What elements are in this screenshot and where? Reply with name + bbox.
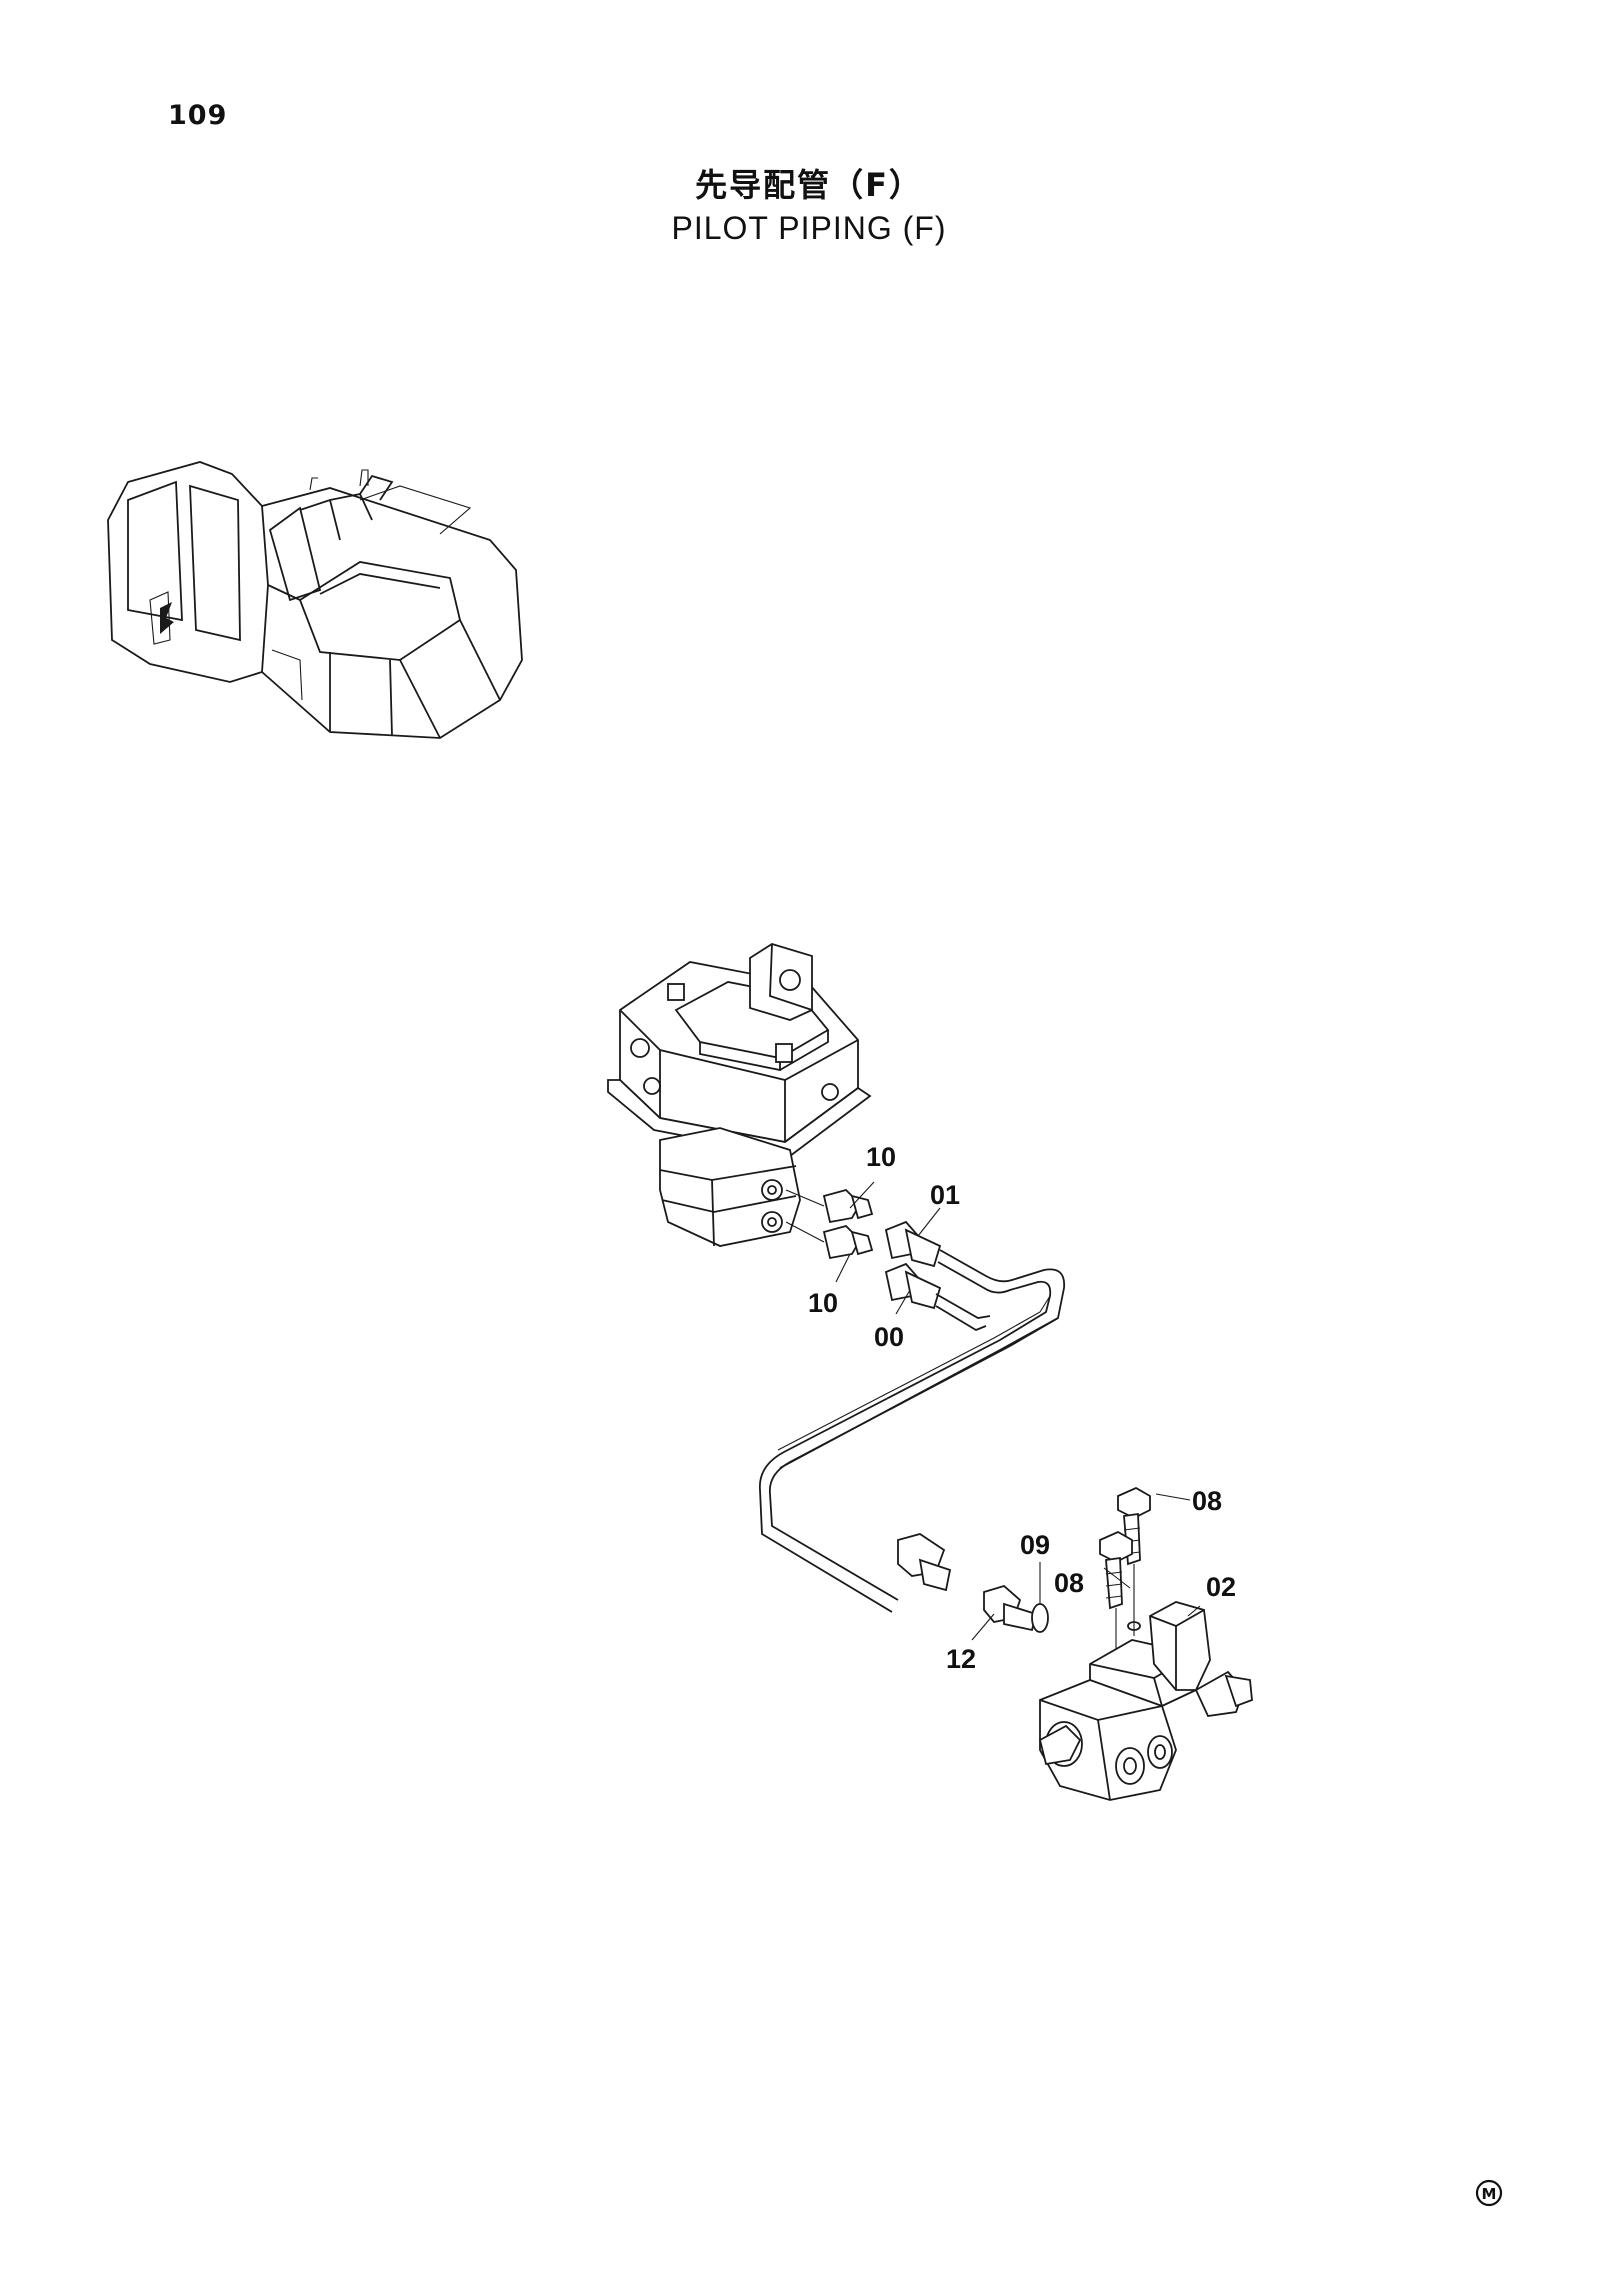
callout-02: 02 — [1206, 1572, 1236, 1602]
corner-mark-label: M — [1482, 2185, 1497, 2203]
o-ring-09 — [1031, 1603, 1049, 1633]
lower-hose-end — [897, 1533, 952, 1592]
hose-end-fittings — [884, 1220, 942, 1310]
callout-08-lower: 08 — [1054, 1568, 1084, 1598]
bolts — [1099, 1486, 1151, 1664]
callout-09: 09 — [1020, 1530, 1050, 1560]
callout-labels: 10 01 10 00 08 09 08 02 12 — [808, 1142, 1236, 1674]
callout-10-lower: 10 — [808, 1288, 838, 1318]
title-block: 先导配管（F） PILOT PIPING (F) — [0, 160, 1608, 247]
callout-00: 00 — [874, 1322, 904, 1352]
leader-lines — [835, 1181, 1201, 1641]
elbow-fittings — [785, 1188, 874, 1260]
callout-08-upper: 08 — [1192, 1486, 1222, 1516]
excavator-locator-illustration — [107, 461, 523, 739]
callout-10-upper: 10 — [866, 1142, 896, 1172]
adapter-fitting-12 — [983, 1584, 1038, 1632]
corner-mark: M — [1475, 2179, 1503, 2207]
title-japanese: 先导配管（F） — [695, 166, 923, 204]
pilot-valve-assembly — [607, 943, 872, 1247]
callout-01: 01 — [930, 1180, 960, 1210]
valve-block-02 — [1038, 1601, 1253, 1801]
title-english: PILOT PIPING (F) — [671, 210, 947, 246]
page-number: 109 — [168, 100, 228, 131]
pilot-hoses — [759, 1249, 1066, 1613]
callout-12: 12 — [946, 1644, 976, 1674]
